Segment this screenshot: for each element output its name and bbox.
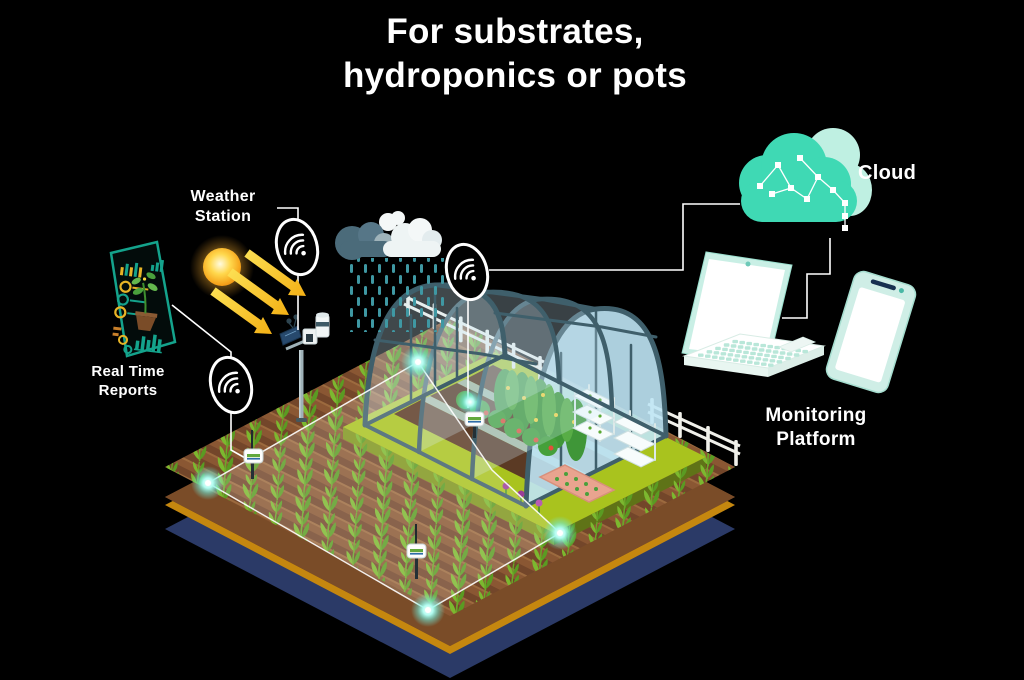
report-bar-chart-bottom xyxy=(112,326,162,355)
seedling-tray xyxy=(538,464,616,503)
cloud-label: Cloud xyxy=(858,162,917,184)
cloud-circuit-nodes xyxy=(757,155,848,231)
greenhouse-icon xyxy=(362,282,669,515)
rain-cloud-icon xyxy=(335,211,447,332)
title-line-1: For substrates, xyxy=(386,12,644,51)
cloud-icon xyxy=(739,128,872,231)
report-bar-chart-top xyxy=(119,259,164,278)
wifi-badge-icon xyxy=(270,215,323,279)
report-panel-icon xyxy=(109,240,177,358)
report-plant xyxy=(131,272,158,332)
greenhouse-sensor-icon xyxy=(464,411,485,438)
page-title: For substrates, hydroponics or pots xyxy=(343,10,687,98)
sun-ray-arrows xyxy=(210,249,306,334)
connector-cloud xyxy=(489,203,740,271)
real-time-reports-label: Real Time Reports xyxy=(91,363,165,400)
connector-monitoring xyxy=(782,238,831,319)
soil-sensor-icon xyxy=(406,524,427,579)
sensor-coverage-overlay xyxy=(206,361,562,611)
laptop-icon xyxy=(681,251,826,377)
rain-drops xyxy=(347,258,447,332)
weather-station-label: Weather Station xyxy=(190,188,256,226)
sensor-glow-nodes xyxy=(191,345,577,627)
soil-sensor-icon xyxy=(243,430,264,479)
monitoring-platform-label: Monitoring Platform xyxy=(765,405,867,451)
title-line-2: hydroponics or pots xyxy=(342,55,688,95)
greenhouse-plants xyxy=(456,369,587,461)
soil-sensors xyxy=(243,411,485,579)
sun-icon xyxy=(190,235,306,334)
weather-station-icon xyxy=(279,312,330,422)
wifi-badge-icon xyxy=(204,353,257,417)
tablet-icon xyxy=(825,270,917,394)
